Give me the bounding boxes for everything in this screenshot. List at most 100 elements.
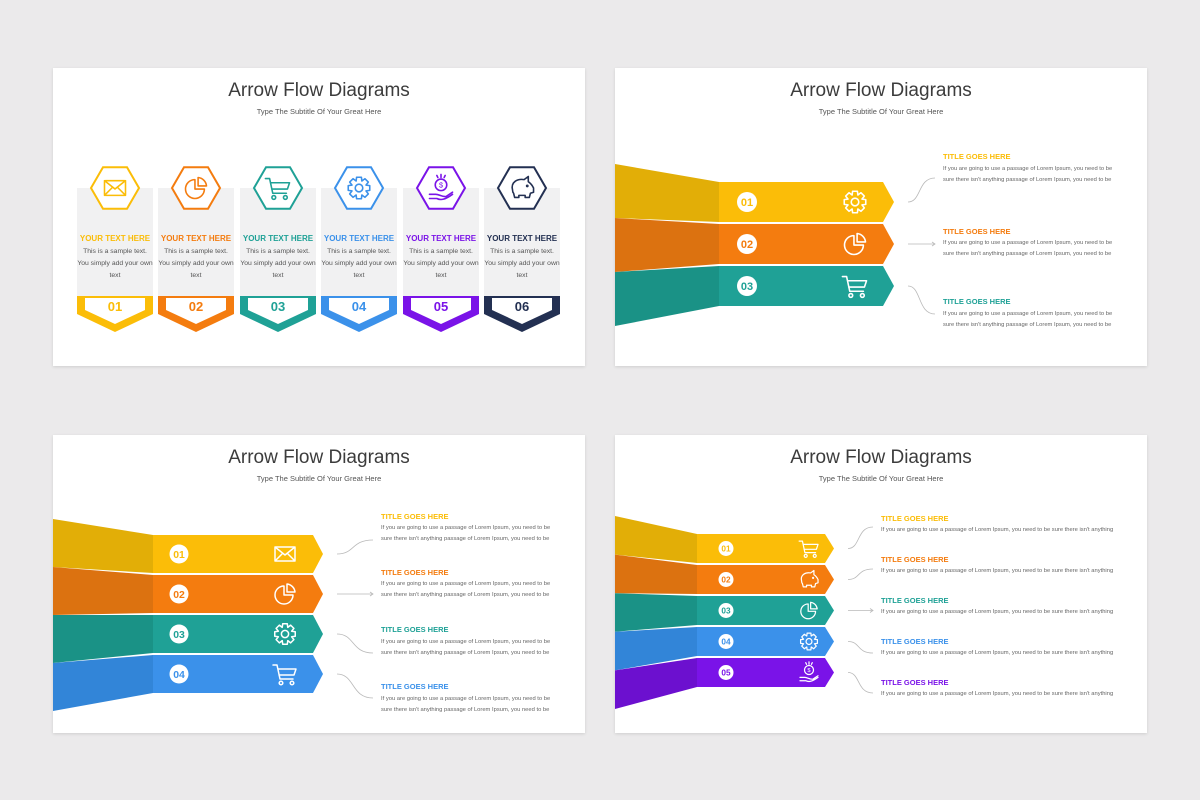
row-body: If you are going to use a passage of Lor… (881, 609, 1114, 615)
slide-title: Arrow Flow Diagrams (790, 80, 972, 101)
row-body: If you are going to use a passage of Lor… (381, 581, 551, 598)
cart-icon (798, 540, 819, 558)
row-number: 01 (173, 550, 185, 561)
pie-chart-icon (274, 583, 296, 605)
gear-icon (799, 632, 819, 651)
number-circle (737, 192, 757, 212)
connector-line (847, 672, 874, 694)
connector-arrowhead (369, 591, 374, 597)
row-number: 04 (721, 638, 731, 647)
arrow-bar (697, 596, 834, 625)
pie-chart-icon (184, 176, 208, 200)
row-body: If you are going to use a passage of Lor… (943, 166, 1113, 183)
slide-hexagon-columns[interactable]: Arrow Flow Diagrams Type The Subtitle Of… (53, 68, 585, 366)
row-body: If you are going to use a passage of Lor… (881, 527, 1114, 533)
arrow-side-face (615, 266, 719, 326)
slide-three-arrows[interactable]: Arrow Flow Diagrams Type The Subtitle Of… (615, 68, 1147, 366)
arrow-bar (153, 655, 323, 693)
piggy-bank-icon (511, 175, 535, 199)
number-circle (718, 541, 734, 556)
arrow-side-face (615, 627, 697, 671)
cart-icon (264, 177, 291, 201)
connector-line (336, 673, 374, 699)
slide-four-arrows[interactable]: Arrow Flow Diagrams Type The Subtitle Of… (53, 435, 585, 733)
row-number: 02 (173, 590, 185, 601)
row-number: 03 (721, 607, 731, 616)
arrow-bar (697, 565, 834, 594)
svg-text:$: $ (439, 180, 443, 189)
gear-icon (843, 190, 867, 214)
column-body: This is a sample text. You simply add yo… (240, 248, 316, 279)
column-tab-inner (166, 298, 226, 324)
row-body: If you are going to use a passage of Lor… (381, 696, 551, 713)
row-title: TITLE GOES HERE (943, 152, 1011, 161)
arrow-bar (697, 534, 834, 563)
arrow-side-face (53, 615, 153, 663)
hexagon (89, 166, 141, 210)
arrow-bar (697, 627, 834, 656)
column-title: YOUR TEXT HERE (323, 234, 395, 243)
row-title: TITLE GOES HERE (381, 625, 449, 634)
gear-icon (274, 623, 296, 645)
piggy-bank-icon (800, 569, 819, 588)
row-title: TITLE GOES HERE (881, 555, 949, 564)
connector-line (336, 633, 374, 654)
row-title: TITLE GOES HERE (881, 678, 949, 687)
column-tab-inner (411, 298, 471, 324)
column-number: 06 (515, 299, 529, 314)
arrow-bar (153, 615, 323, 653)
cart-icon (841, 275, 868, 299)
money-hand-icon: $ (799, 661, 819, 683)
connector-line (847, 526, 874, 549)
row-body: If you are going to use a passage of Lor… (381, 639, 551, 656)
envelope-icon (274, 546, 296, 562)
row-number: 01 (741, 197, 753, 209)
svg-text:$: $ (807, 668, 811, 674)
column-number: 01 (108, 299, 122, 314)
pie-chart-icon (843, 232, 867, 256)
row-body: If you are going to use a passage of Lor… (881, 691, 1114, 697)
number-circle (169, 624, 189, 644)
column-body: This is a sample text. You simply add yo… (321, 248, 397, 279)
arrow-side-face (615, 218, 719, 272)
row-title: TITLE GOES HERE (881, 596, 949, 605)
row-title: TITLE GOES HERE (881, 637, 949, 646)
column-title: YOUR TEXT HERE (486, 234, 558, 243)
arrow-side-face (615, 164, 719, 222)
row-body: If you are going to use a passage of Lor… (881, 568, 1114, 574)
arrow-side-face (615, 658, 697, 709)
number-circle (718, 603, 734, 618)
arrow-side-face (53, 519, 153, 573)
row-title: TITLE GOES HERE (881, 514, 949, 523)
connector-line (336, 539, 374, 555)
arrow-side-face (615, 593, 697, 632)
row-number: 05 (721, 669, 731, 678)
slide-five-arrows[interactable]: Arrow Flow Diagrams Type The Subtitle Of… (615, 435, 1147, 733)
slide-subtitle: Type The Subtitle Of Your Great Here (818, 107, 944, 116)
hexagon (496, 166, 548, 210)
row-title: TITLE GOES HERE (381, 512, 449, 521)
envelope-icon (103, 179, 127, 197)
arrow-bar (697, 658, 834, 687)
slide-subtitle: Type The Subtitle Of Your Great Here (818, 474, 944, 483)
row-title: TITLE GOES HERE (943, 297, 1011, 306)
connector-line (847, 641, 874, 654)
slide-title: Arrow Flow Diagrams (228, 80, 410, 101)
slide-title: Arrow Flow Diagrams (228, 447, 410, 468)
connector-arrowhead (869, 608, 874, 613)
column-title: YOUR TEXT HERE (79, 234, 151, 243)
pie-chart-icon (800, 601, 818, 620)
gear-icon (347, 176, 371, 200)
slide-subtitle: Type The Subtitle Of Your Great Here (256, 474, 382, 483)
column-tab-inner (248, 298, 308, 324)
column-number: 04 (352, 299, 367, 314)
column-number: 02 (189, 299, 203, 314)
number-circle (718, 634, 734, 649)
column-number: 05 (434, 299, 448, 314)
connector-line (847, 568, 874, 580)
hexagon (252, 166, 304, 210)
number-circle (169, 584, 189, 604)
number-circle (169, 544, 189, 564)
